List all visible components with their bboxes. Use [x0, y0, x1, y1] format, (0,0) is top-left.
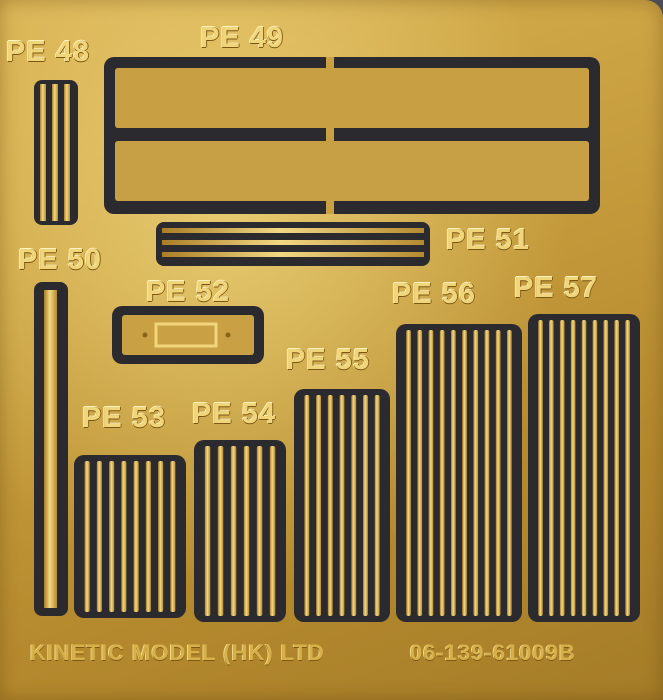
grille-bar — [316, 395, 321, 616]
grille-bar — [570, 320, 576, 616]
grille-bar — [84, 461, 90, 612]
grille-bar — [625, 320, 630, 616]
grille-bar — [592, 320, 598, 616]
grille-bar — [304, 395, 310, 616]
grille-bar — [269, 446, 276, 616]
part-code: 06-139-61009B — [410, 640, 576, 665]
grille-bar — [484, 330, 490, 616]
grille-bar — [406, 330, 411, 616]
grille-bar — [256, 446, 263, 616]
part-pe51 — [156, 222, 430, 266]
part-pe57 — [528, 314, 640, 622]
label-pe54: PE 54 — [192, 398, 276, 430]
grille-bar — [559, 320, 565, 616]
grille-bar — [614, 320, 619, 616]
label-pe56: PE 56 — [392, 278, 476, 310]
part-pe55 — [294, 389, 390, 622]
grille-bar — [538, 320, 543, 616]
label-pe52: PE 52 — [146, 276, 230, 308]
part-pe53 — [74, 455, 186, 618]
grille-bar — [217, 446, 224, 616]
label-pe57: PE 57 — [514, 272, 598, 304]
grille-bar — [439, 330, 445, 616]
part-pe50 — [34, 282, 68, 616]
maker-name: KINETIC MODEL (HK) LTD — [30, 640, 325, 665]
grille-bar — [473, 330, 479, 616]
grille-bar — [451, 330, 456, 616]
grille-bar — [109, 461, 115, 612]
part-pe56 — [396, 324, 522, 622]
grille-bar — [327, 395, 333, 616]
label-pe55: PE 55 — [286, 344, 370, 376]
grille-bar — [363, 395, 368, 616]
grille-bar — [507, 330, 512, 616]
grille-bar — [549, 320, 554, 616]
grille-bar — [230, 446, 237, 616]
label-pe51: PE 51 — [446, 224, 530, 256]
grille-bar — [204, 446, 211, 616]
grille-bar — [96, 461, 102, 612]
grille-bar — [462, 330, 467, 616]
grille-bar — [603, 320, 609, 616]
grille-bar — [374, 395, 380, 616]
label-pe50: PE 50 — [18, 244, 102, 276]
grille-bar — [417, 330, 423, 616]
grille-bar — [339, 395, 345, 616]
part-pe52 — [112, 306, 264, 364]
label-pe49: PE 49 — [200, 22, 284, 54]
grille-bar — [133, 461, 139, 612]
grille-bar — [145, 461, 151, 612]
part-pe54 — [194, 440, 286, 622]
label-pe53: PE 53 — [82, 402, 166, 434]
grille-bar — [351, 395, 357, 616]
part-pe49 — [104, 57, 600, 214]
grille-bar — [121, 461, 127, 612]
label-pe48: PE 48 — [6, 36, 90, 68]
grille-bar — [170, 461, 176, 612]
grille-bar — [581, 320, 587, 616]
grille-bar — [495, 330, 501, 616]
grille-bar — [428, 330, 434, 616]
grille-bar — [158, 461, 164, 612]
part-pe48 — [34, 80, 78, 225]
grille-bar — [243, 446, 250, 616]
